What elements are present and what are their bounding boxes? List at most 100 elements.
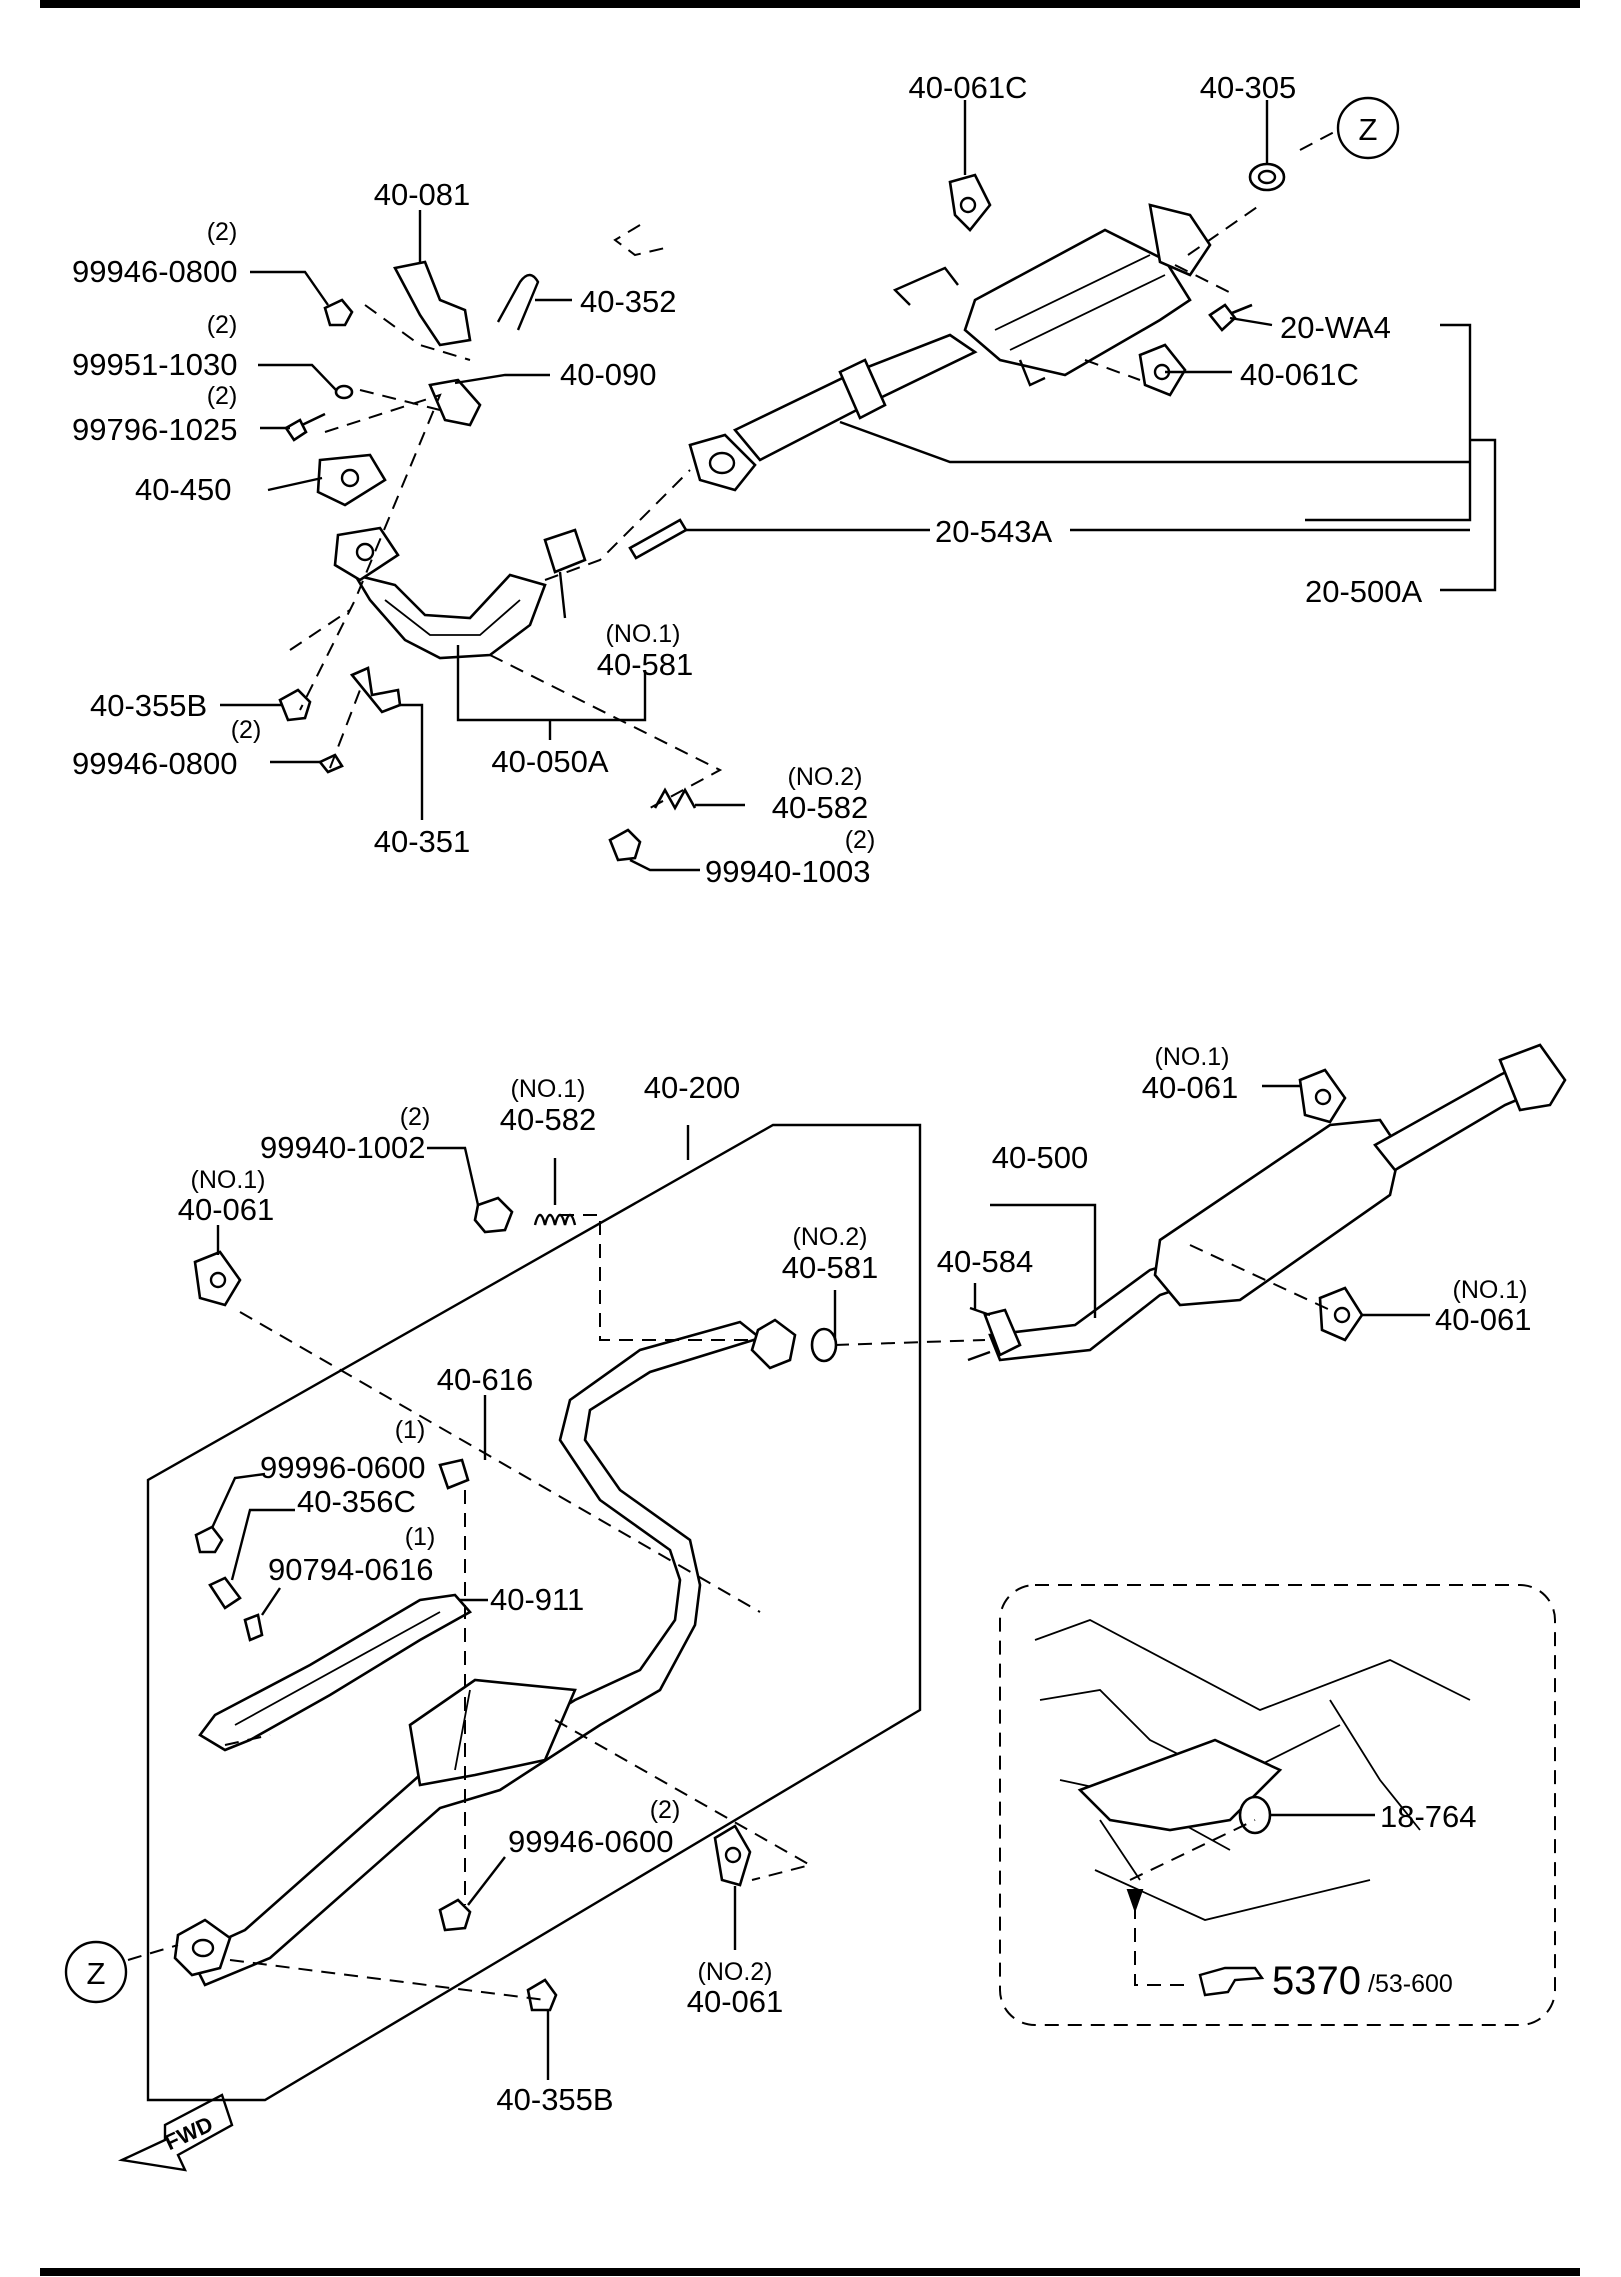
catalytic-converter (963, 228, 1192, 377)
top-labels: 40-061C 40-305 40-081 (2) 99946-0800 40-… (72, 70, 1423, 889)
nut-40-355B-lower (526, 1978, 558, 2012)
hanger-40-061C-top (948, 173, 992, 232)
bottom-labels: (NO.1) 40-061 40-200 (NO.1) 40-582 (2) 9… (178, 1043, 1532, 2117)
flange-center-pipe (750, 1318, 797, 1370)
qty-40-581-no1: (NO.1) (606, 620, 681, 648)
z-label-bottom: Z (87, 1956, 106, 1991)
label-99996-0600: 99996-0600 (260, 1450, 426, 1485)
label-40-911: 40-911 (490, 1582, 584, 1617)
pipe-flange (688, 433, 757, 492)
qty-40-061-right: (NO.1) (1453, 1276, 1528, 1304)
inset-detail (999, 1584, 1556, 2026)
label-40-061-left: 40-061 (178, 1192, 275, 1227)
qty-40-582-no2: (NO.2) (788, 763, 863, 791)
label-40-305: 40-305 (1200, 70, 1297, 105)
ref-sub: /53-600 (1368, 1970, 1453, 1998)
gasket-40-581-no1 (543, 528, 587, 574)
qty-40-581-no2: (NO.2) (793, 1223, 868, 1251)
center-silencer (408, 1678, 577, 1787)
qty-40-061-no2: (NO.2) (698, 1958, 773, 1986)
label-40-582-no2: 40-582 (772, 790, 869, 825)
label-40-081: 40-081 (374, 177, 471, 212)
clip-40-356C (208, 1576, 242, 1610)
hanger-40-061-right (1318, 1286, 1364, 1342)
top-border (40, 0, 1580, 8)
qty-40-582-no1: (NO.1) (511, 1075, 586, 1103)
qty-99940-1003: (2) (845, 826, 876, 854)
spring-40-582-no1 (533, 1213, 577, 1226)
heat-insulator-40-911 (198, 1593, 473, 1752)
stud-20-543A (628, 518, 688, 560)
label-20-543A: 20-543A (935, 514, 1053, 549)
upper-assembly (278, 129, 1339, 862)
lower-leaders (210, 1084, 1430, 2080)
label-20-WA4: 20-WA4 (1280, 310, 1391, 345)
gasket-40-581-no2 (810, 1327, 838, 1363)
center-pipe (188, 1320, 763, 1987)
lower-assembly (127, 1043, 1567, 2102)
gasket-40-305 (1248, 162, 1286, 192)
manifold-pipe-40-050A (352, 572, 547, 660)
hanger-40-061-topright (1298, 1068, 1347, 1124)
hanger-40-061C-mid (1138, 343, 1187, 397)
assembly-outline (146, 1123, 922, 2102)
label-40-584: 40-584 (937, 1244, 1034, 1279)
bolt-99940-1003 (608, 828, 642, 862)
pointing-hand-icon (1198, 1966, 1265, 1997)
qty-99796-1025: (2) (207, 382, 238, 410)
label-40-061C-top: 40-061C (909, 70, 1028, 105)
qty-90794-0616: (1) (405, 1523, 436, 1551)
nut-99996-0600 (194, 1525, 224, 1554)
label-99946-0600: 99946-0600 (508, 1824, 674, 1859)
label-18-764: 18-764 (1380, 1799, 1477, 1834)
label-40-090: 40-090 (560, 357, 657, 392)
nut-40-355B (278, 688, 312, 722)
qty-99946-0800-top: (2) (207, 218, 238, 246)
flange-40-500 (983, 1308, 1022, 1357)
qty-99940-1002: (2) (400, 1103, 431, 1131)
gasket-40-450 (316, 453, 387, 507)
bracket-40-351 (349, 666, 402, 714)
hanger-40-061-no2 (713, 1824, 752, 1887)
ref-main: 5370 (1272, 1959, 1361, 2003)
label-40-061C-mid: 40-061C (1240, 357, 1359, 392)
label-40-061-topright: 40-061 (1142, 1070, 1239, 1105)
label-99946-0800-top: 99946-0800 (72, 254, 238, 289)
qty-40-061-left: (NO.1) (191, 1166, 266, 1194)
fwd-arrow: FWD (117, 2093, 234, 2172)
label-40-581-no2: 40-581 (782, 1250, 879, 1285)
nut-99946-0800-top (323, 298, 354, 327)
spring-40-582-no2 (653, 787, 697, 811)
bracket-40-081 (393, 260, 472, 347)
label-40-352: 40-352 (580, 284, 677, 319)
label-20-500A: 20-500A (1305, 574, 1423, 609)
bracket-40-090 (428, 378, 482, 427)
label-99940-1002: 99940-1002 (260, 1130, 426, 1165)
bolt-90794-0616 (243, 1613, 264, 1642)
label-40-061-right: 40-061 (1435, 1302, 1532, 1337)
label-40-356C: 40-356C (297, 1484, 416, 1519)
label-99940-1003: 99940-1003 (705, 854, 871, 889)
label-99796-1025: 99796-1025 (72, 412, 238, 447)
label-40-355B-top: 40-355B (90, 688, 207, 723)
mount-rubber-18-764 (1238, 1795, 1272, 1835)
z-marker-top: Z (1336, 96, 1400, 160)
label-90794-0616: 90794-0616 (268, 1552, 434, 1587)
label-40-355B-bot: 40-355B (496, 2082, 613, 2117)
upper-leaders (220, 100, 1497, 872)
nut-99940-1002 (473, 1196, 514, 1234)
grommet-40-616 (438, 1458, 470, 1490)
main-muffler (1153, 1118, 1402, 1307)
nut-99946-0600 (438, 1898, 472, 1932)
label-40-450: 40-450 (135, 472, 232, 507)
qty-99946-0600: (2) (650, 1796, 681, 1824)
z-marker-bottom: Z (64, 1940, 128, 2004)
label-40-500: 40-500 (992, 1140, 1089, 1175)
qty-99946-0800-bot: (2) (231, 716, 262, 744)
qty-40-061-topright: (NO.1) (1155, 1043, 1230, 1071)
bolt-99796-1025 (284, 412, 326, 442)
front-flange-lower (173, 1918, 232, 1977)
label-40-581-no1: 40-581 (597, 647, 694, 682)
u-bolt-40-352 (496, 273, 540, 331)
